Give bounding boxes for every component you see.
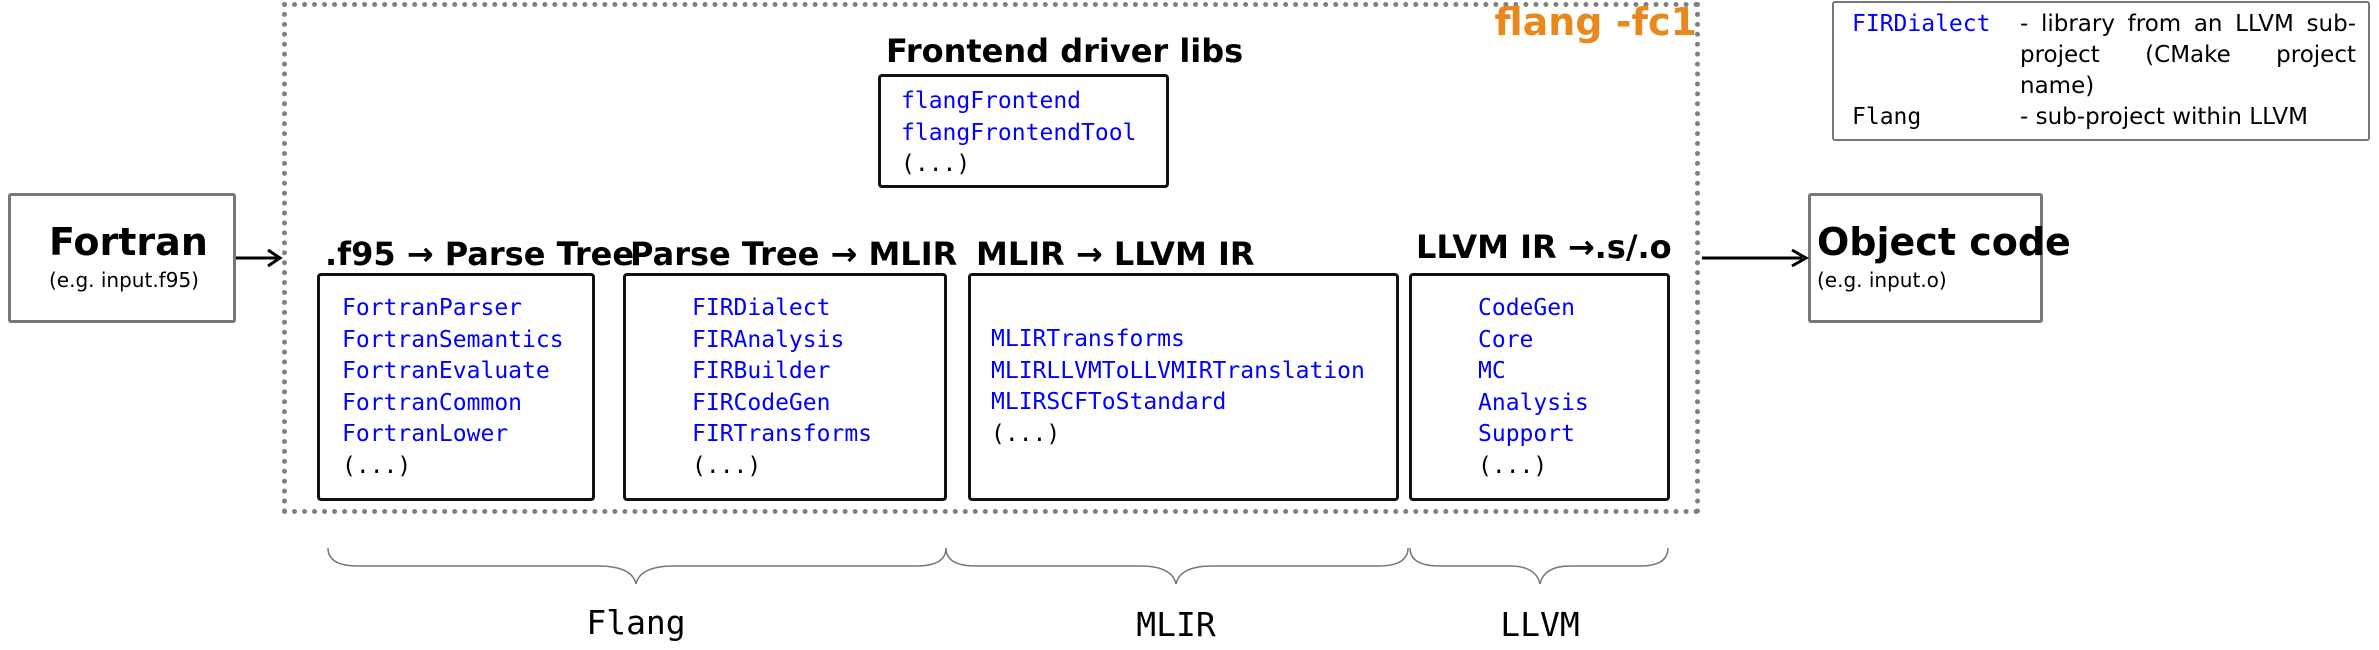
stage-title-llvm-ir: MLIR → LLVM IR <box>976 235 1255 273</box>
input-title: Fortran <box>49 220 208 264</box>
group-label-llvm: LLVM <box>1500 605 1580 644</box>
input-fortran-box: Fortran (e.g. input.f95) <box>8 193 236 323</box>
lib-item: FortranSemantics <box>342 326 564 353</box>
lib-item: MLIRLLVMToLLVMIRTranslation <box>991 357 1365 384</box>
flang-fc1-label: flang -fc1 <box>1494 0 1697 44</box>
brace-llvm <box>1409 547 1669 585</box>
lib-item: Analysis <box>1478 389 1589 416</box>
lib-item: Core <box>1478 326 1534 353</box>
lib-item: FIRDialect <box>692 295 831 321</box>
output-title: Object code <box>1817 220 2071 264</box>
stage-box-llvm-ir: MLIRTransforms MLIRLLVMToLLVMIRTranslati… <box>968 273 1399 501</box>
lib-item: FortranParser <box>342 295 523 321</box>
stage-title-mlir-gen: Parse Tree → MLIR <box>630 235 958 273</box>
output-example: (e.g. input.o) <box>1817 268 1947 292</box>
lib-item: FortranLower <box>342 421 509 447</box>
stage-title-codegen: LLVM IR →.s/.o <box>1416 228 1672 266</box>
lib-item-more: (...) <box>991 420 1061 447</box>
frontend-title: Frontend driver libs <box>886 32 1244 70</box>
legend-term: FIRDialect <box>1852 11 1991 37</box>
legend-desc: - library from an LLVM sub-project (CMak… <box>2020 11 2356 99</box>
frontend-libs-box: flangFrontend flangFrontendTool (...) <box>878 74 1169 188</box>
legend-row: Flang - sub-project within LLVM <box>1852 102 2356 133</box>
output-object-code-box: Object code (e.g. input.o) <box>1808 193 2071 323</box>
lib-item: MLIRTransforms <box>991 326 1185 352</box>
lib-item: flangFrontendTool <box>901 119 1137 146</box>
lib-item-more: (...) <box>901 151 971 177</box>
group-label-flang: Flang <box>586 603 686 642</box>
lib-item: flangFrontend <box>901 88 1082 114</box>
legend-row: FIRDialect - library from an LLVM sub-pr… <box>1852 9 2356 102</box>
stage-title-parse: .f95 → Parse Tree <box>325 235 635 273</box>
lib-item: FortranEvaluate <box>342 358 550 384</box>
legend-term: Flang <box>1852 104 1922 130</box>
frontend-lib-list: flangFrontend flangFrontendTool (...) <box>901 86 1166 181</box>
stage-box-parse: FortranParser FortranSemantics FortranEv… <box>317 273 595 501</box>
lib-item-more: (...) <box>1478 452 1548 479</box>
lib-item: FortranCommon <box>342 389 523 416</box>
group-label-mlir: MLIR <box>1136 605 1216 644</box>
stage-box-mlir-gen: FIRDialect FIRAnalysis FIRBuilder FIRCod… <box>623 273 947 501</box>
legend-desc: - sub-project within LLVM <box>2020 104 2308 130</box>
stage-box-codegen: CodeGen Core MC Analysis Support (...) <box>1409 273 1670 501</box>
lib-item: Support <box>1478 421 1575 447</box>
lib-item: CodeGen <box>1478 295 1575 321</box>
arrow-output <box>1702 248 1810 268</box>
lib-item: MC <box>1478 358 1506 384</box>
lib-item: FIRAnalysis <box>692 326 845 353</box>
lib-item: FIRTransforms <box>692 421 873 447</box>
lib-item: MLIRSCFToStandard <box>991 389 1227 415</box>
legend-box: FIRDialect - library from an LLVM sub-pr… <box>1832 1 2370 141</box>
lib-item: FIRCodeGen <box>692 389 831 416</box>
brace-mlir <box>945 547 1409 585</box>
arrow-input <box>236 248 283 268</box>
flang-fc1-container <box>282 2 1700 514</box>
input-example: (e.g. input.f95) <box>49 268 199 292</box>
lib-item: FIRBuilder <box>692 358 831 384</box>
brace-flang <box>327 547 947 585</box>
lib-item-more: (...) <box>342 452 412 479</box>
lib-item-more: (...) <box>692 452 762 479</box>
